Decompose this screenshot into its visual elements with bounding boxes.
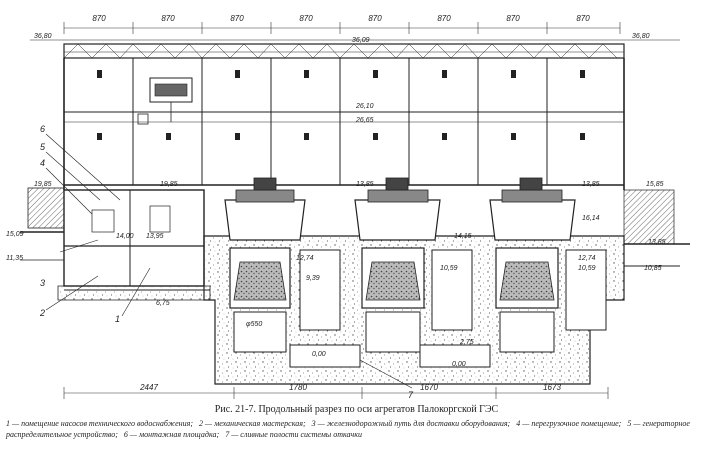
callout-2: 2 bbox=[39, 308, 45, 318]
right-annex bbox=[623, 189, 690, 267]
level-0-00-a: 0,00 bbox=[312, 351, 326, 358]
annex-foundation bbox=[57, 285, 211, 301]
level-13-85-left: 13,85 bbox=[582, 181, 600, 188]
top-dim-8: 870 bbox=[576, 14, 590, 23]
legend-item-4: 4 — перегрузочное помещение; bbox=[516, 419, 622, 428]
unit-3 bbox=[489, 177, 607, 353]
bottom-dim-1: 2447 bbox=[139, 383, 158, 392]
legend-item-3: 3 — железнодорожный путь для доставки об… bbox=[311, 419, 511, 428]
bottom-dim-2: 1780 bbox=[289, 383, 307, 392]
section-drawing: 870 870 870 870 870 870 870 870 bbox=[6, 14, 690, 400]
top-dim-3: 870 bbox=[230, 14, 244, 23]
unit-2 bbox=[354, 177, 491, 368]
callout-leaders bbox=[45, 133, 413, 389]
level-13-85-c: 13,85 bbox=[356, 181, 374, 188]
top-dim-5: 870 bbox=[368, 14, 382, 23]
callout-3: 3 bbox=[40, 278, 45, 288]
level-14-15: 14,15 bbox=[454, 233, 472, 240]
figure-caption: Рис. 21-7. Продольный разрез по оси агре… bbox=[214, 404, 499, 415]
unit-1 bbox=[224, 177, 361, 368]
level-26-10: 26,10 bbox=[355, 103, 374, 110]
callout-6: 6 bbox=[40, 124, 45, 134]
top-dim-2: 870 bbox=[161, 14, 175, 23]
bottom-dim-4: 1673 bbox=[543, 383, 561, 392]
level-9-39: 9,39 bbox=[306, 275, 320, 282]
level-19-85-a: 19,85 bbox=[160, 181, 178, 188]
callout-1: 1 bbox=[115, 314, 120, 324]
top-dimension-chain bbox=[63, 22, 621, 34]
top-dim-7: 870 bbox=[506, 14, 520, 23]
level-10-59-b: 10,59 bbox=[578, 265, 596, 272]
level-0-00-b: 0,00 bbox=[452, 361, 466, 368]
level-19-85-b: 19,85 bbox=[34, 181, 52, 188]
level-16-14: 16,14 bbox=[582, 215, 600, 222]
bottom-dimension-chain bbox=[63, 387, 609, 399]
figure-legend: 1 — помещение насосов технического водос… bbox=[6, 418, 706, 440]
legend-item-6: 6 — монтажная площадка; bbox=[123, 430, 220, 439]
legend-item-5: 5 — генераторное распределительное устро… bbox=[6, 419, 690, 439]
windows bbox=[97, 70, 585, 140]
level-6-75: 6,75 bbox=[156, 300, 170, 307]
level-12-74-a: 12,74 bbox=[296, 255, 314, 262]
level-11-35: 11,35 bbox=[6, 255, 23, 262]
legend-item-2: 2 — механическая мастерская; bbox=[199, 419, 306, 428]
callout-5: 5 bbox=[40, 142, 46, 152]
top-dim-1: 870 bbox=[92, 14, 106, 23]
level-10-85: 10,85 bbox=[644, 265, 662, 272]
top-dim-6: 870 bbox=[437, 14, 451, 23]
level-36-09: 36,09 bbox=[352, 37, 370, 44]
overhead-crane bbox=[137, 77, 193, 125]
level-13-85-right: 13,85 bbox=[648, 239, 666, 246]
level-10-59-a: 10,59 bbox=[440, 265, 458, 272]
bottom-dim-3: 1670 bbox=[420, 383, 438, 392]
legend-item-7: 7 — сливные полости системы откачки bbox=[225, 430, 362, 439]
left-annex bbox=[20, 187, 210, 291]
level-36-80-left: 36,80 bbox=[34, 33, 52, 40]
legend-item-1: 1 — помещение насосов технического водос… bbox=[6, 419, 194, 428]
top-dim-4: 870 bbox=[299, 14, 313, 23]
level-12-74-b: 12,74 bbox=[578, 255, 596, 262]
level-15-09: 15,09 bbox=[6, 231, 24, 238]
callout-7: 7 bbox=[408, 390, 414, 400]
level-36-80-right: 36,80 bbox=[632, 33, 650, 40]
runner-diameter: φ550 bbox=[246, 321, 262, 328]
level-15-85-right: 15,85 bbox=[646, 181, 664, 188]
level-2-75: 2,75 bbox=[459, 339, 474, 346]
level-26-65: 26,65 bbox=[355, 117, 374, 124]
callout-4: 4 bbox=[40, 158, 45, 168]
level-13-95: 13,95 bbox=[146, 233, 164, 240]
level-14-00: 14,00 bbox=[116, 233, 134, 240]
